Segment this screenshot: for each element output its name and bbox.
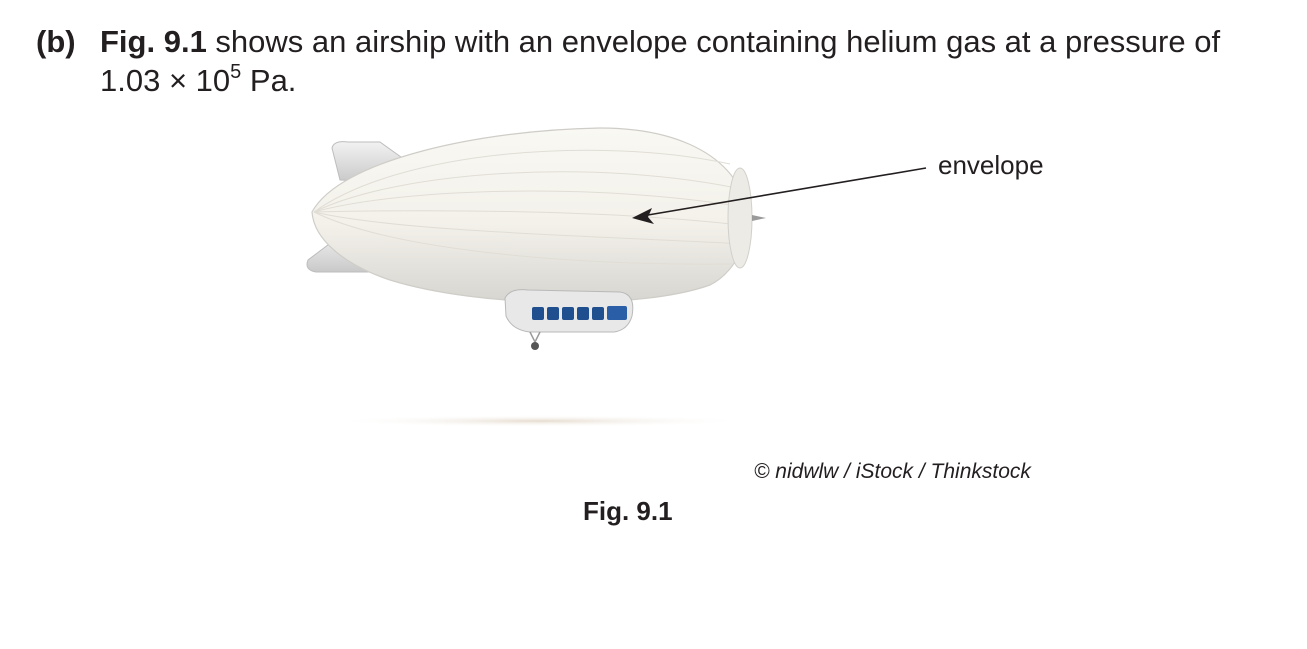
envelope-nose — [727, 167, 753, 269]
gondola-windows — [532, 306, 627, 320]
envelope-seams — [313, 149, 750, 265]
question-label: (b) — [36, 24, 76, 59]
envelope-label: envelope — [938, 150, 1044, 180]
landing-strut — [529, 331, 541, 344]
airship-illustration — [306, 127, 927, 427]
image-credit: © nidwlw / iStock / Thinkstock — [754, 460, 1031, 483]
figure-caption: Fig. 9.1 — [583, 496, 673, 526]
nose-tip — [752, 215, 766, 221]
landing-wheel — [531, 342, 539, 350]
question-text-main: shows an airship with an envelope contai… — [100, 24, 1221, 98]
envelope-leader-line — [641, 167, 927, 217]
question-b: (b) Fig. 9.1 shows an airship with an en… — [36, 22, 1286, 100]
exponent: 5 — [230, 60, 242, 83]
ground-shadow — [330, 415, 750, 427]
envelope-arrowhead — [632, 208, 654, 224]
question-text: Fig. 9.1 shows an airship with an envelo… — [100, 22, 1286, 100]
figure-reference: Fig. 9.1 — [100, 24, 207, 59]
question-text-end: Pa. — [241, 63, 297, 98]
